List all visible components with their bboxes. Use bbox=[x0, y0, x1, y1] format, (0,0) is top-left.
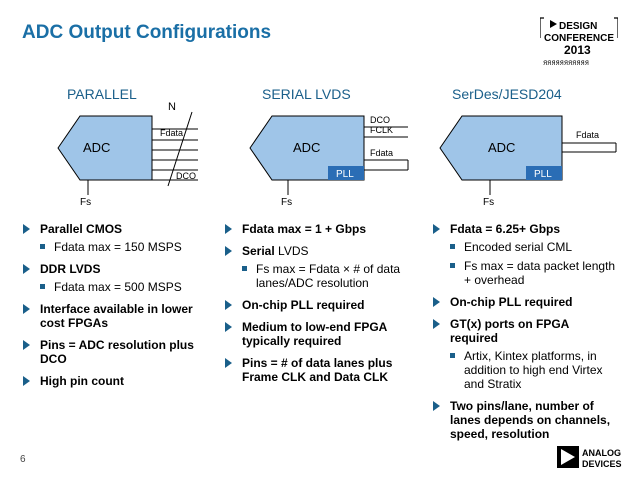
brand-line1: ANALOG bbox=[582, 448, 621, 458]
bullets-serial-lvds: Fdata max = 1 + Gbps Serial LVDS Fs max … bbox=[222, 222, 417, 388]
sub-bullet-item: Fs max = data packet length + overhead bbox=[430, 259, 620, 287]
bullets-serdes: Fdata = 6.25+ Gbps Encoded serial CML Fs… bbox=[430, 222, 620, 445]
bullet-item: Interface available in lower cost FPGAs bbox=[20, 302, 210, 330]
brand-line2: DEVICES bbox=[582, 459, 622, 469]
column-title-serial-lvds: SERIAL LVDS bbox=[262, 86, 351, 102]
serdes-lines bbox=[562, 142, 617, 153]
bullet-item: Parallel CMOS bbox=[20, 222, 210, 236]
bullet-item: High pin count bbox=[20, 374, 210, 388]
pll-label-serial: PLL bbox=[336, 169, 354, 180]
sub-bullet-item: Encoded serial CML bbox=[430, 240, 620, 254]
analog-devices-logo: ANALOG DEVICES bbox=[557, 446, 622, 469]
logo-line3: 2013 bbox=[564, 43, 591, 57]
sub-bullet-item: Fdata max = 150 MSPS bbox=[20, 240, 210, 254]
bullet-item: On-chip PLL required bbox=[222, 298, 417, 312]
sub-bullet-item: Fdata max = 500 MSPS bbox=[20, 280, 210, 294]
pll-block-serial bbox=[328, 166, 364, 180]
column-title-serdes: SerDes/JESD204 bbox=[452, 86, 562, 102]
label-fdata-serial: Fdata bbox=[370, 148, 393, 158]
bullet-item: On-chip PLL required bbox=[430, 295, 620, 309]
label-fs-serdes: Fs bbox=[483, 197, 494, 208]
label-n: N bbox=[168, 101, 176, 113]
label-fdata-parallel: Fdata bbox=[160, 128, 183, 138]
bullet-item: Fdata max = 1 + Gbps bbox=[222, 222, 417, 236]
bullet-item: Two pins/lane, number of lanes depends o… bbox=[430, 399, 620, 441]
adc-block-parallel bbox=[57, 115, 153, 181]
bullets-parallel: Parallel CMOS Fdata max = 150 MSPS DDR L… bbox=[20, 222, 210, 392]
design-conference-logo: DESIGN CONFERENCE 2013 ЯЯЯЯЯЯЯЯЯЯЯ bbox=[540, 17, 618, 67]
logo-line2: CONFERENCE bbox=[544, 33, 614, 44]
bullet-item: Fdata = 6.25+ Gbps bbox=[430, 222, 620, 236]
label-fclk-serial: FCLK bbox=[370, 125, 393, 135]
label-fs-parallel: Fs bbox=[80, 197, 91, 208]
bullet-normal-part: LVDS bbox=[274, 244, 309, 258]
serial-lvds-diagram: ADC PLL DCO FCLK Fdata Fs bbox=[249, 115, 409, 208]
parallel-diagram: ADC N Fdata DCO Fs bbox=[57, 101, 198, 208]
page-title: ADC Output Configurations bbox=[22, 22, 272, 43]
bullet-item: Medium to low-end FPGA typically require… bbox=[222, 320, 417, 348]
sub-bullet-item: Artix, Kintex platforms, in addition to … bbox=[430, 349, 620, 391]
bullet-bold-part: Serial bbox=[242, 244, 275, 258]
bullet-item: Serial LVDS bbox=[222, 244, 417, 258]
bullet-item: Pins = # of data lanes plus Frame CLK an… bbox=[222, 356, 417, 384]
pll-label-serdes: PLL bbox=[534, 169, 552, 180]
label-fs-serial: Fs bbox=[281, 197, 292, 208]
serial-lines bbox=[364, 126, 409, 171]
bullet-item: DDR LVDS bbox=[20, 262, 210, 276]
pll-block-serdes bbox=[526, 166, 562, 180]
bullet-item: Pins = ADC resolution plus DCO bbox=[20, 338, 210, 366]
bullet-item: GT(x) ports on FPGA required bbox=[430, 317, 620, 345]
column-title-parallel: PARALLEL bbox=[67, 86, 137, 102]
adc-label-parallel: ADC bbox=[83, 140, 110, 155]
adc-label-serial: ADC bbox=[293, 140, 320, 155]
label-dco-parallel: DCO bbox=[176, 171, 196, 181]
parallel-data-lines bbox=[152, 111, 198, 187]
logo-pattern: ЯЯЯЯЯЯЯЯЯЯЯ bbox=[543, 60, 589, 67]
adc-label-serdes: ADC bbox=[488, 140, 515, 155]
adc-block-serial bbox=[249, 115, 365, 181]
adc-diagrams: ADC N Fdata DCO Fs ADC PLL DCO FCLK bbox=[57, 101, 617, 208]
adc-block-serdes bbox=[439, 115, 563, 181]
sub-bullet-item: Fs max = Fdata × # of data lanes/ADC res… bbox=[222, 262, 417, 290]
label-dco-serial: DCO bbox=[370, 115, 390, 125]
serdes-diagram: ADC PLL Fdata Fs bbox=[439, 115, 617, 208]
label-fdata-serdes: Fdata bbox=[576, 130, 599, 140]
page-number: 6 bbox=[20, 454, 26, 465]
logo-line1: DESIGN bbox=[559, 21, 597, 32]
